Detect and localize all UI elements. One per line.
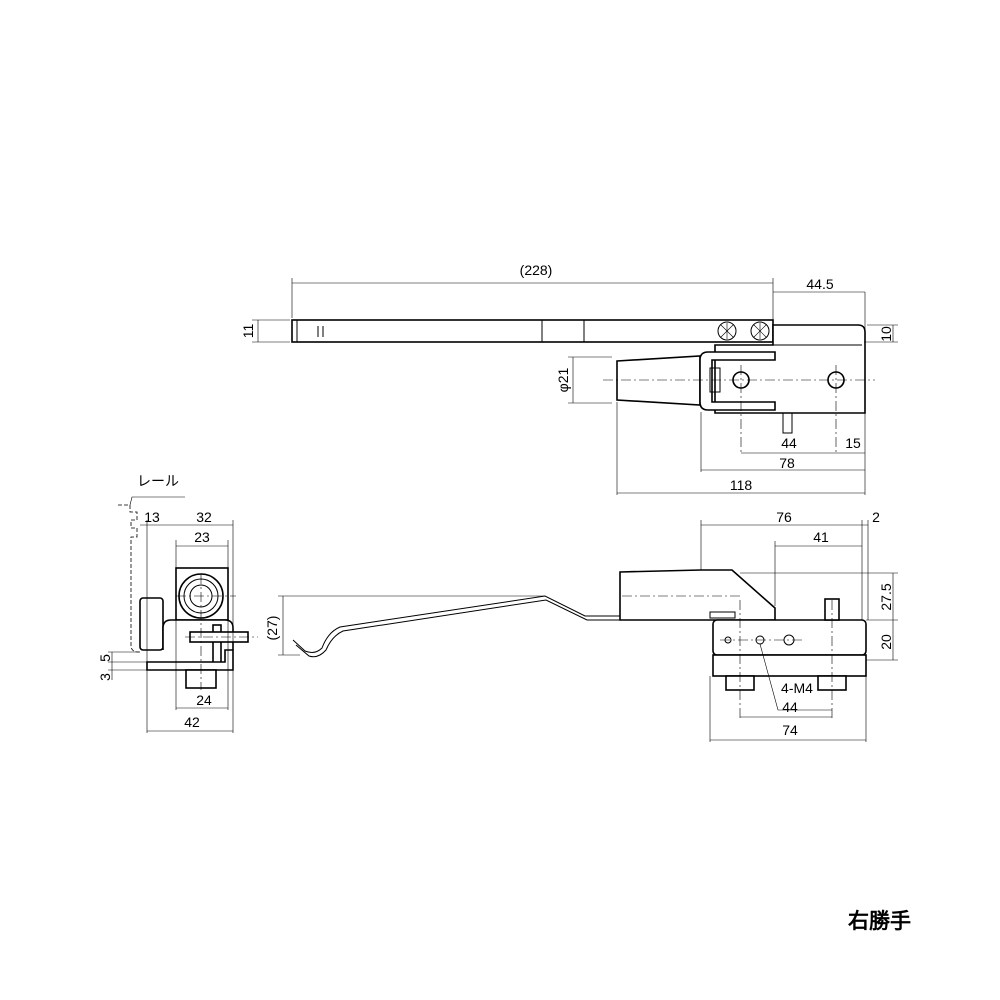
arm-body (291, 319, 774, 343)
dim-gap-3: 3 (97, 673, 113, 681)
rail-outline (118, 504, 140, 653)
dim-width-32: 32 (196, 509, 212, 525)
dim-length-76: 76 (776, 509, 792, 525)
dim-housing-thickness: 10 (878, 326, 894, 342)
dim-overall-length: (228) (520, 262, 553, 278)
side-view: レール 13 32 23 5 3 24 42 (97, 473, 258, 733)
knob (616, 355, 701, 406)
tap-callout: 4-M4 (781, 680, 813, 696)
dim-gap-5: 5 (97, 654, 113, 662)
front-view: 76 2 41 27.5 20 4-M4 44 74 (619, 509, 898, 742)
dim-width-24: 24 (196, 692, 212, 708)
dim-length-41: 41 (813, 529, 829, 545)
spring-arm: (27) (264, 595, 625, 658)
dim-offset-2: 2 (872, 509, 880, 525)
dim-knob-diameter: φ21 (555, 367, 571, 392)
dim-arm-thickness: 11 (240, 324, 256, 339)
dim-hole-edge: 15 (845, 435, 861, 451)
dim-base-length: 74 (782, 722, 798, 738)
dim-height-20: 20 (878, 634, 894, 650)
dim-bracket-length: 78 (779, 455, 795, 471)
handedness-label: 右勝手 (848, 909, 911, 933)
rail-label: レール (137, 473, 179, 489)
screw-icon (750, 321, 770, 341)
dim-spring-height: (27) (264, 616, 280, 641)
u-bracket (699, 351, 776, 411)
dim-hole-pitch-front: 44 (782, 699, 798, 715)
dim-width-42: 42 (184, 714, 200, 730)
dim-housing-length: 44.5 (806, 276, 833, 292)
screw-icon (717, 321, 737, 341)
base-block (712, 619, 867, 656)
side-knob (139, 597, 164, 651)
dim-height-27-5: 27.5 (878, 583, 894, 610)
dim-total-length: 118 (730, 477, 753, 493)
dim-hole-pitch: 44 (781, 435, 797, 451)
housing (714, 324, 866, 414)
top-view: (228) 44.5 11 10 φ21 44 15 78 118 (240, 262, 898, 495)
dim-width-23: 23 (194, 529, 210, 545)
dim-rail-offset: 13 (144, 509, 160, 525)
front-knob (619, 569, 776, 621)
